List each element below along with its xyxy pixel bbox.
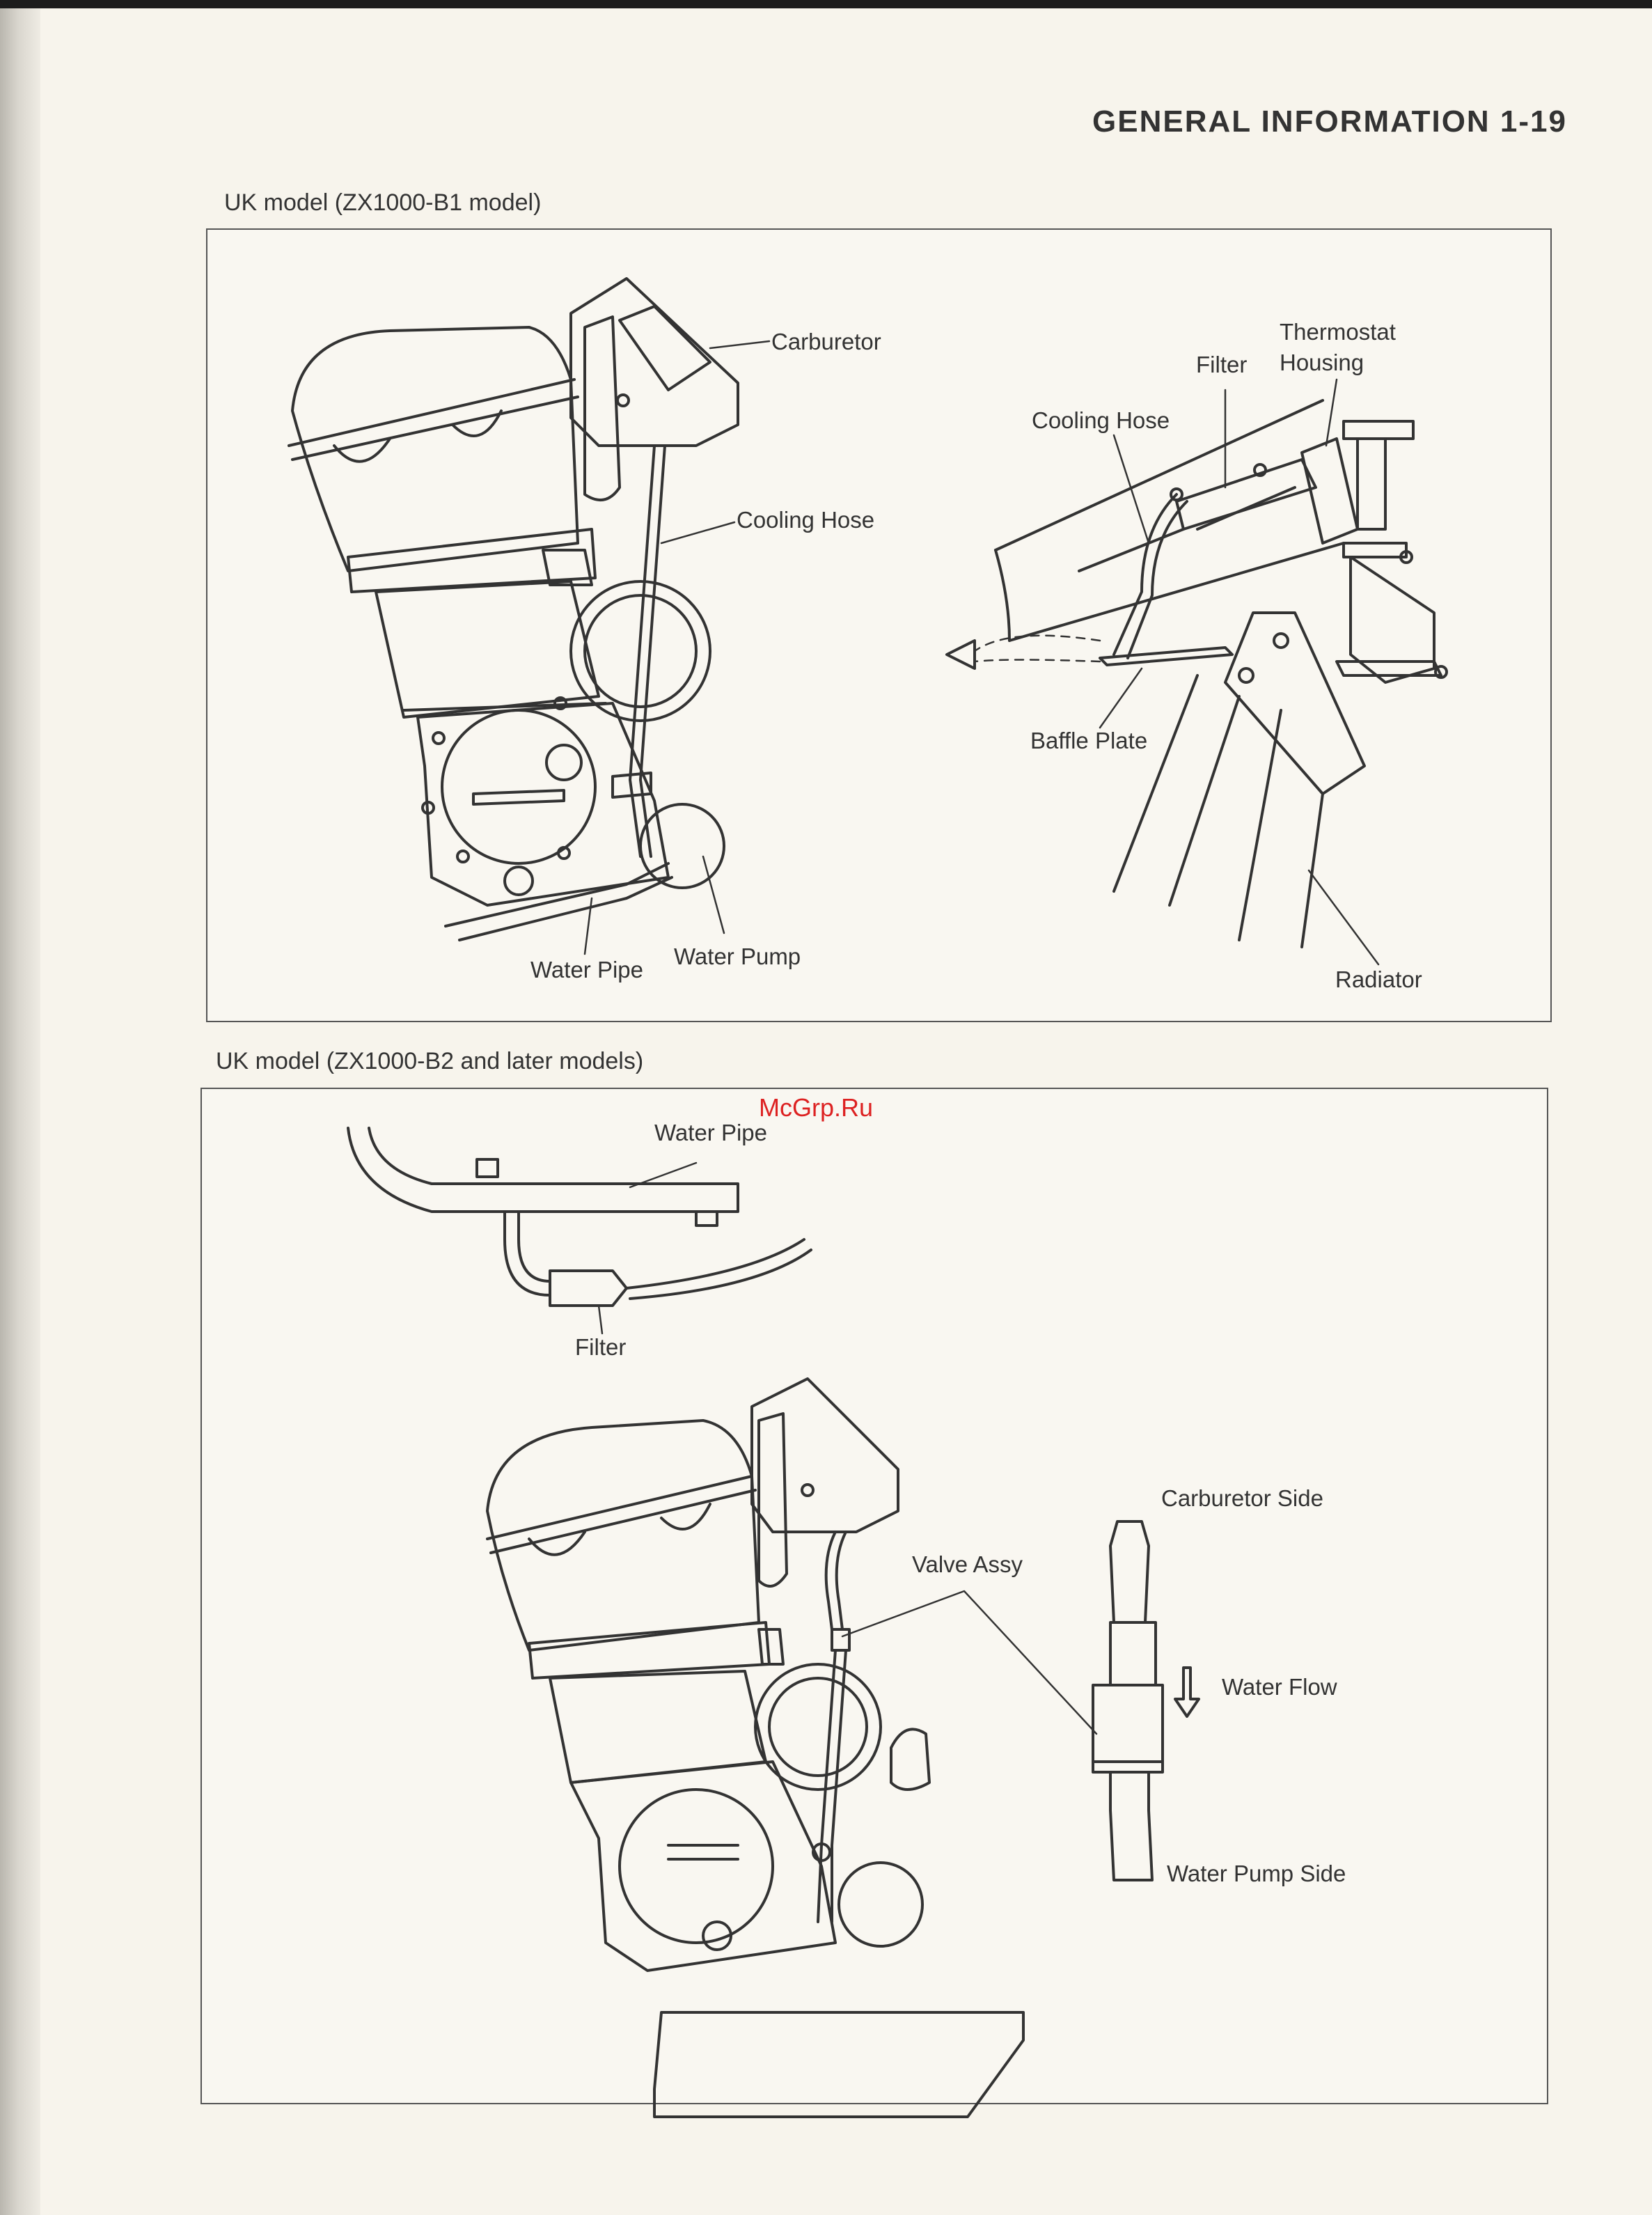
engine-b1-drawing [289, 279, 738, 940]
label-carburetor: Carburetor [771, 329, 881, 355]
label-water-pipe-b2: Water Pipe [654, 1120, 767, 1146]
label-water-pipe-b1: Water Pipe [530, 957, 643, 983]
label-filter-b1: Filter [1196, 352, 1247, 378]
section2-leader-lines [599, 1163, 1096, 1734]
label-cooling-hose-left: Cooling Hose [737, 507, 874, 533]
label-water-pump: Water Pump [674, 944, 801, 970]
label-carburetor-side: Carburetor Side [1161, 1485, 1323, 1512]
section1-leader-lines [585, 341, 1378, 964]
label-filter-b2: Filter [575, 1334, 626, 1361]
label-cooling-hose-right: Cooling Hose [1032, 407, 1170, 434]
watermark-text: McGrp.Ru [759, 1093, 873, 1122]
radiator-b1-drawing [947, 400, 1447, 947]
engine-b2-drawing [487, 1379, 1023, 2117]
label-water-flow: Water Flow [1222, 1674, 1337, 1700]
label-thermostat-housing: Thermostat Housing [1280, 317, 1396, 378]
label-water-pump-side: Water Pump Side [1167, 1861, 1346, 1887]
water-pipe-filter-b2-drawing [348, 1128, 811, 1306]
label-baffle-plate: Baffle Plate [1030, 728, 1147, 754]
label-radiator: Radiator [1335, 966, 1422, 993]
label-valve-assy: Valve Assy [912, 1551, 1023, 1578]
valve-assy-detail-drawing [1093, 1521, 1199, 1880]
